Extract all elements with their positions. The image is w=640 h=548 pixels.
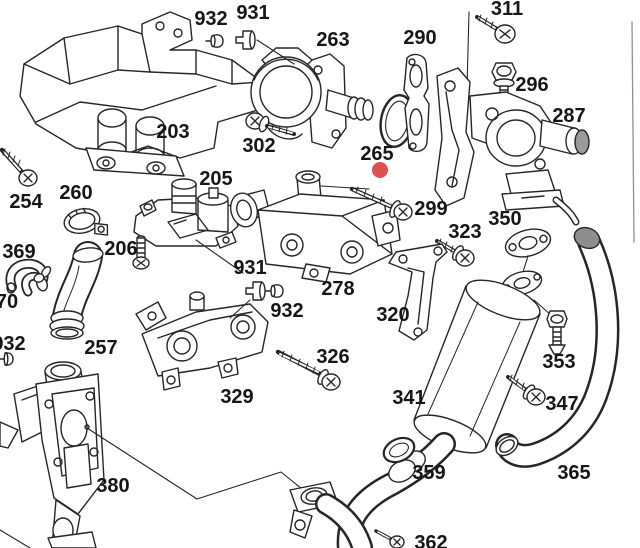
part-label-341[interactable]: 341 [392,387,426,409]
part-label-932-mid[interactable]: 932 [270,300,304,322]
part-label-263[interactable]: 263 [316,29,350,51]
part-label-311[interactable]: 311 [490,0,524,20]
part-label-380[interactable]: 380 [96,475,130,497]
part-label-290[interactable]: 290 [403,27,437,49]
part-302-drawing [245,112,296,136]
part-290-drawing [403,53,430,153]
part-299-drawing [349,186,413,221]
part-932-left-icon [0,352,14,366]
part-label-323[interactable]: 323 [448,221,482,243]
part-932-top-icon [205,34,224,48]
part-370-drawing [21,271,45,297]
part-350-drawing [501,228,552,296]
part-label-254[interactable]: 254 [9,191,43,213]
part-label-260[interactable]: 260 [59,182,93,204]
part-label-206[interactable]: 206 [104,238,138,260]
part-347-drawing [506,374,546,406]
part-932-mid-icon [265,284,284,298]
part-359-drawing [382,436,416,464]
part-260-drawing [63,207,109,236]
part-label-347[interactable]: 347 [545,393,579,415]
part-287-drawing [434,67,590,226]
part-320-drawing [388,243,448,341]
part-203-drawing [19,11,263,177]
part-label-350[interactable]: 350 [488,208,522,230]
part-329-drawing [135,291,269,391]
part-365-drawing [495,226,620,468]
part-label-302[interactable]: 302 [242,135,276,157]
part-353-drawing [533,299,568,355]
part-label-931-top[interactable]: 931 [236,2,270,24]
selected-part-marker[interactable] [372,162,388,178]
part-label-359[interactable]: 359 [412,462,446,484]
part-931-mid-icon [229,281,266,319]
part-206-drawing [132,235,150,270]
part-278-drawing [229,170,401,283]
part-931-top-icon [235,30,295,65]
part-label-287[interactable]: 287 [552,105,586,127]
part-label-320[interactable]: 320 [376,304,410,326]
part-label-278[interactable]: 278 [321,278,355,300]
frame-border-line [631,21,635,243]
part-label-370[interactable]: 70 [0,291,19,313]
part-254-drawing [0,147,38,187]
part-label-257[interactable]: 257 [84,337,118,359]
part-label-369[interactable]: 369 [2,241,36,263]
part-label-203[interactable]: 203 [156,121,190,143]
part-label-296[interactable]: 296 [515,74,549,96]
part-label-205[interactable]: 205 [199,168,233,190]
part-label-326[interactable]: 326 [316,346,350,368]
part-label-931-mid[interactable]: 931 [233,257,267,279]
part-362-drawing [289,481,405,548]
part-326-drawing [275,349,341,391]
part-257-drawing [49,241,104,340]
part-label-353[interactable]: 353 [542,351,576,373]
part-label-362[interactable]: 362 [414,532,448,548]
part-380-drawing [0,361,334,548]
part-label-265[interactable]: 265 [360,143,394,165]
part-label-365[interactable]: 365 [557,462,591,484]
part-311-drawing [466,11,516,89]
part-label-299[interactable]: 299 [414,198,448,220]
part-label-932-top[interactable]: 932 [194,8,228,30]
part-205-drawing [133,178,244,274]
part-label-329[interactable]: 329 [220,386,254,408]
part-label-932-left[interactable]: 932 [0,333,26,355]
